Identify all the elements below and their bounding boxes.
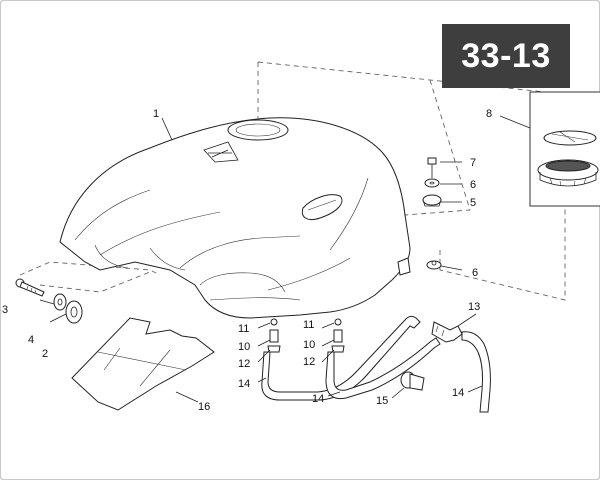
callout-5: 5 [470,197,476,209]
hose-fitting-right [331,318,345,353]
callout-8: 8 [486,108,492,120]
leader-lines [39,115,531,403]
grommet-item-5 [422,194,442,207]
callout-6-lower: 6 [472,267,478,279]
callout-14-left: 14 [238,378,250,390]
assembly-guide-right [404,79,566,301]
callout-14-right: 14 [452,387,464,399]
inset-box-item-8 [529,91,600,207]
callout-6-top: 6 [470,179,476,191]
screw-item-7 [427,157,437,178]
clip-item-15 [400,371,425,391]
callout-16: 16 [198,401,210,413]
callout-10-left: 10 [238,341,250,353]
screw-item-3 [15,278,45,297]
tank-badge [301,194,343,221]
callout-11-left: 11 [238,323,249,335]
callout-12-right: 12 [303,356,315,368]
callout-14-middle: 14 [312,393,324,405]
callout-13: 13 [468,301,480,313]
callout-1: 1 [153,108,159,120]
tank-logo-emblem [203,141,239,163]
assembly-guide-left [19,261,161,293]
t-connector-item-13 [431,321,463,343]
hose-fitting-left [267,318,281,353]
callout-12-left: 12 [238,358,250,370]
diagram-code-badge: 33-13 [442,24,570,88]
callout-3: 3 [2,304,8,316]
filler-cap-opening [227,119,289,141]
callout-15: 15 [376,395,388,407]
hose-item-14-separate [461,331,491,413]
callout-7: 7 [470,157,476,169]
hose-item-14-left [261,315,421,401]
callout-11-right: 11 [303,319,314,331]
washer-item-6-top [424,178,440,188]
rubber-bushing-item-2 [65,300,83,324]
fuel-tank [59,117,411,319]
washer-item-4 [53,293,67,311]
mat-item-16 [71,317,215,411]
washer-item-6-lower [426,260,442,270]
callout-4: 4 [28,334,34,346]
callout-2: 2 [42,348,48,360]
callout-10-right: 10 [303,339,315,351]
